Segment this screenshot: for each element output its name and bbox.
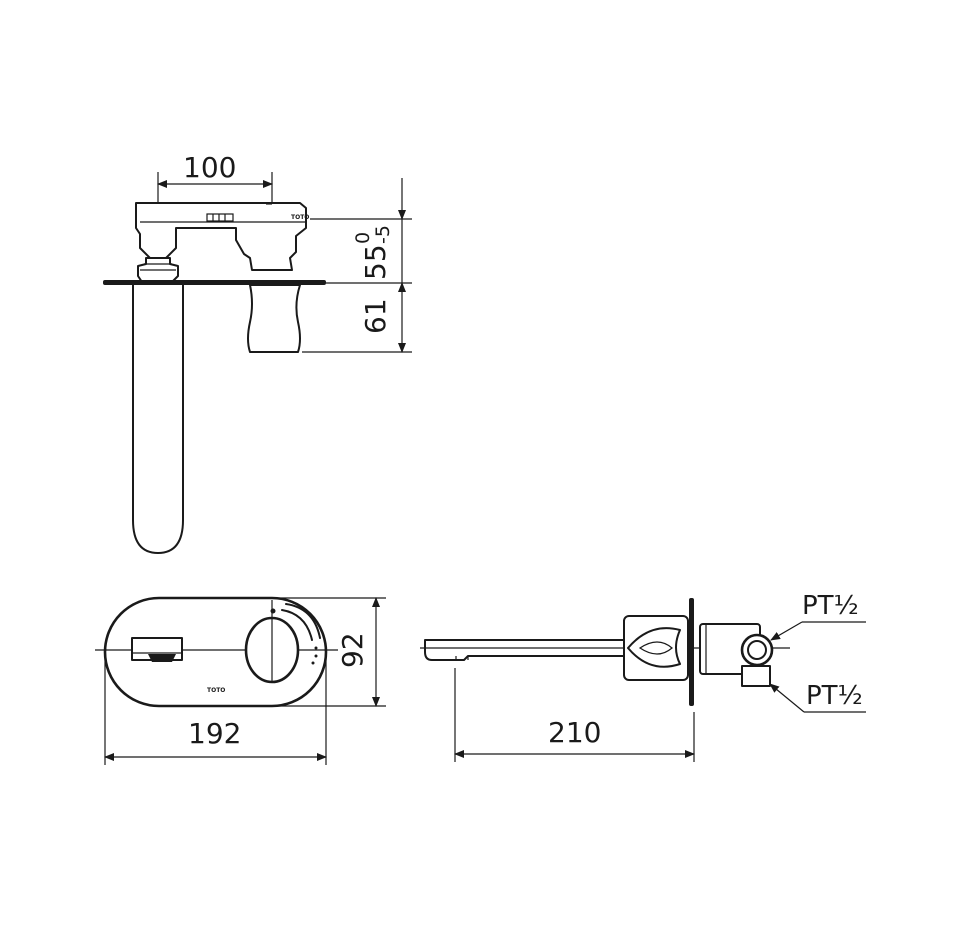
dim-side-length: 210 [548,716,601,749]
dim-top-height: 55 [359,244,392,280]
callout-pipe-lower: PT½ [806,681,863,711]
dim-top-height-tol-lower: -5 [372,225,394,244]
side-spout [424,639,625,661]
side-lever-body [623,615,689,681]
side-lever-eye [627,627,681,668]
brand-mark-front: TOTO [207,687,225,694]
spout-pipe [132,281,184,554]
top-view: TOTO 100 55 0 -5 61 [103,151,412,554]
dim-handle-depth: 61 [359,298,392,334]
wall-plate-top [103,280,326,285]
wall-plate-side [689,598,694,706]
front-view: TOTO 92 192 [95,596,386,765]
callout-pipe-upper: PT½ [802,591,859,621]
dim-front-width: 192 [188,717,241,750]
dim-top-width: 100 [183,151,236,184]
vent-grille [206,213,234,222]
dim-front-height: 92 [336,632,369,668]
temperature-arc [281,609,313,641]
brand-mark-top: TOTO [291,214,309,221]
handle-top-view [247,284,301,353]
faucet-body [135,202,307,271]
side-view: PT½ PT½ 210 [420,591,866,762]
dim-top-height-tol-upper: 0 [352,232,374,244]
